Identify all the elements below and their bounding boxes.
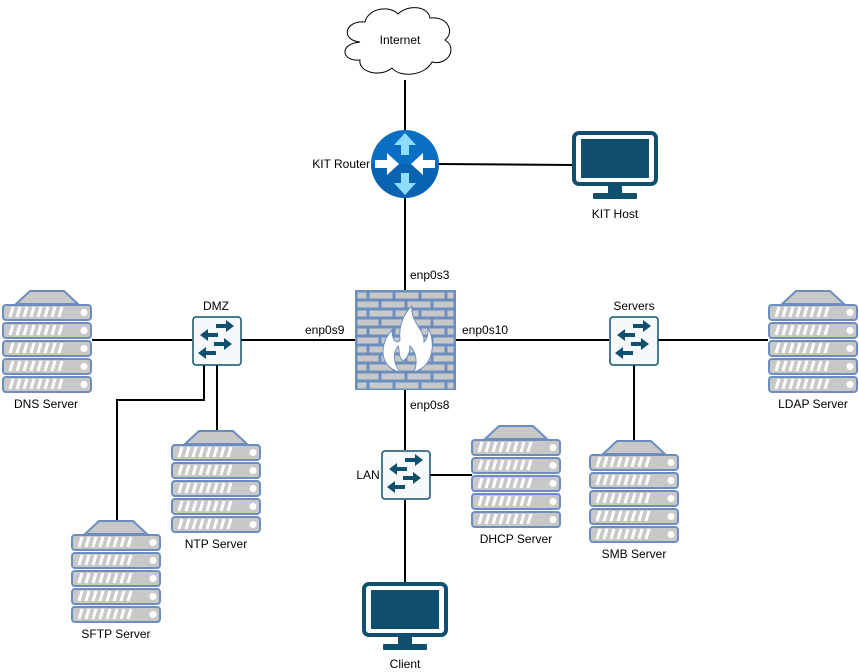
smb-server[interactable]: SMB Server xyxy=(590,441,678,561)
flame-icon xyxy=(382,304,433,373)
ntp-server[interactable]: NTP Server xyxy=(172,431,260,551)
dhcp-server-label: DHCP Server xyxy=(480,532,552,546)
monitor-icon xyxy=(362,582,448,652)
links xyxy=(92,80,768,582)
interface-dmz-label: enp0s9 xyxy=(305,323,345,337)
dmz-label: DMZ xyxy=(203,299,229,313)
monitor-icon xyxy=(572,131,658,201)
ntp-server-label: NTP Server xyxy=(185,537,247,551)
interface-servers-label: enp0s10 xyxy=(462,323,508,337)
smb-server-label: SMB Server xyxy=(602,547,667,561)
kit-host[interactable]: KIT Host xyxy=(572,131,658,221)
dmz-switch[interactable]: DMZ xyxy=(192,299,242,366)
internet-label: Internet xyxy=(380,33,421,47)
servers-switch[interactable]: Servers xyxy=(609,299,659,366)
sftp-server[interactable]: SFTP Server xyxy=(72,521,160,641)
server-icon xyxy=(472,426,560,527)
dhcp-server[interactable]: DHCP Server xyxy=(472,426,560,546)
dns-server-label: DNS Server xyxy=(14,397,78,411)
lan-switch[interactable]: LAN xyxy=(356,450,431,500)
server-icon xyxy=(769,291,857,392)
client[interactable]: Client xyxy=(362,582,448,671)
servers-label: Servers xyxy=(613,299,654,313)
server-icon xyxy=(72,521,160,622)
interface-wan-label: enp0s3 xyxy=(410,268,450,282)
server-icon xyxy=(172,431,260,532)
router-arrows-icon xyxy=(375,133,435,195)
server-icon xyxy=(590,441,678,542)
ldap-server-label: LDAP Server xyxy=(778,397,848,411)
server-icon xyxy=(3,291,91,392)
lan-label: LAN xyxy=(356,468,379,482)
router-label: KIT Router xyxy=(312,157,370,171)
client-label: Client xyxy=(390,657,421,671)
ldap-server[interactable]: LDAP Server xyxy=(769,291,857,411)
kit-host-label: KIT Host xyxy=(592,207,639,221)
internet-cloud[interactable]: Internet xyxy=(344,7,452,75)
firewall[interactable] xyxy=(355,290,456,390)
switch-icon xyxy=(381,450,431,500)
sftp-server-label: SFTP Server xyxy=(81,627,150,641)
switch-icon xyxy=(192,316,242,366)
kit-router[interactable]: KIT Router xyxy=(312,130,439,198)
interface-lan-label: enp0s8 xyxy=(410,398,450,412)
dns-server[interactable]: DNS Server xyxy=(3,291,91,411)
switch-icon xyxy=(609,316,659,366)
